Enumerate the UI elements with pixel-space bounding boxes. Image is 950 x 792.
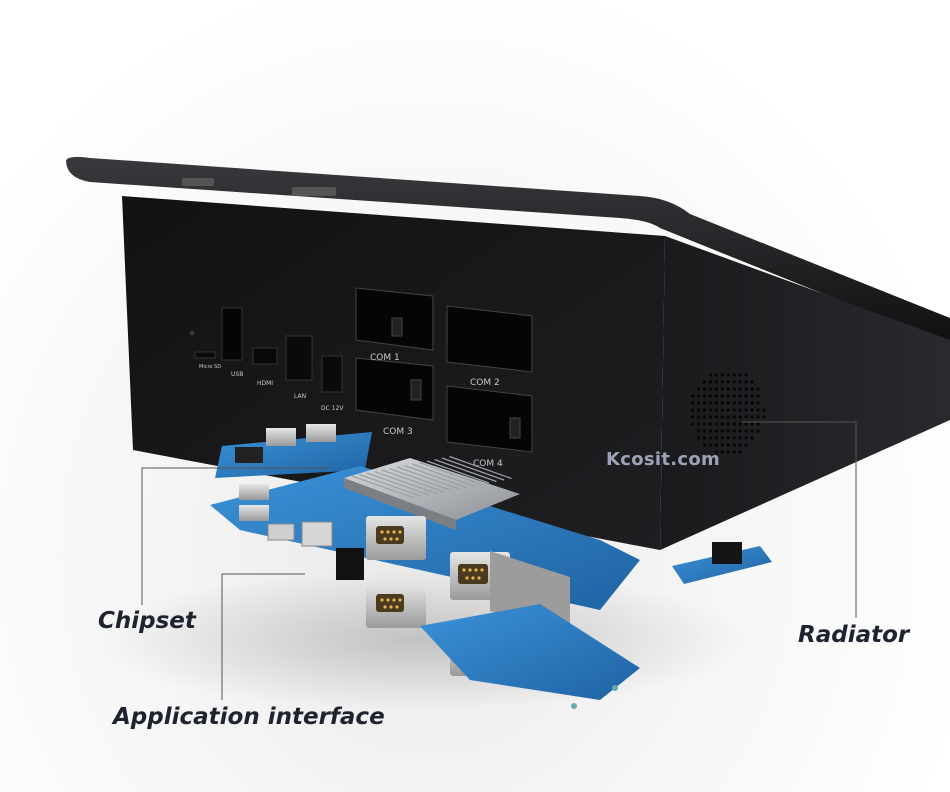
leader-app-interface bbox=[221, 573, 305, 700]
mainboard-hdmi bbox=[267, 523, 295, 541]
mainboard-lan bbox=[301, 521, 333, 547]
port-labels: COM 1 COM 2 COM 3 COM 4 USB HDMI LAN DC … bbox=[199, 353, 503, 469]
usb-connector-1 bbox=[266, 428, 296, 446]
label-lan: LAN bbox=[294, 393, 306, 400]
application-interface-label: Application interface bbox=[113, 704, 385, 730]
chipset-label: Chipset bbox=[98, 608, 196, 634]
label-micro-sd: Micro SD bbox=[199, 364, 221, 370]
mainboard-dc-jack bbox=[336, 548, 364, 580]
micro-sd-slot bbox=[194, 351, 216, 359]
chipset-heatsink bbox=[344, 455, 520, 530]
label-com2: COM 2 bbox=[470, 378, 500, 388]
radiator-grille bbox=[690, 373, 766, 454]
usb-connector-2 bbox=[306, 424, 336, 442]
side-board bbox=[672, 546, 772, 584]
label-com3: COM 3 bbox=[383, 427, 413, 437]
mainboard-usb-2 bbox=[239, 505, 269, 521]
hdmi-port bbox=[252, 347, 278, 365]
com3-cutout bbox=[355, 357, 434, 421]
audio-jack bbox=[189, 330, 195, 336]
vent-slots bbox=[182, 178, 336, 196]
label-com1: COM 1 bbox=[370, 353, 400, 363]
device-screen bbox=[66, 156, 950, 345]
leader-lines bbox=[141, 421, 857, 700]
usb-port bbox=[221, 307, 243, 361]
dc-port bbox=[321, 355, 343, 393]
lower-board bbox=[420, 604, 640, 700]
radiator-label: Radiator bbox=[798, 622, 910, 648]
side-board-connector bbox=[712, 542, 742, 564]
io-port-cluster bbox=[189, 287, 533, 453]
leader-chipset bbox=[141, 467, 330, 605]
label-hdmi: HDMI bbox=[257, 380, 273, 387]
label-usb: USB bbox=[231, 371, 243, 378]
label-com4: COM 4 bbox=[473, 459, 503, 469]
mainboard-usb-1 bbox=[239, 484, 269, 500]
watermark-text: Kcosit.com bbox=[606, 449, 721, 470]
leader-radiator bbox=[742, 421, 857, 618]
board-component bbox=[235, 447, 263, 463]
com2-cutout bbox=[446, 305, 533, 373]
usb-board bbox=[215, 432, 372, 478]
label-dc: DC 12V bbox=[321, 405, 344, 412]
circuit-boards bbox=[210, 424, 772, 709]
lan-port bbox=[285, 335, 313, 381]
